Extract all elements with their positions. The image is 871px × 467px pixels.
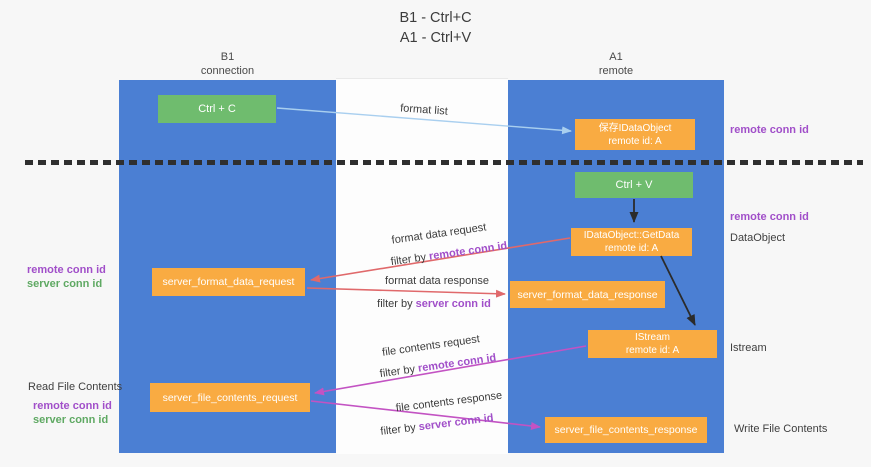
server-conn-id-key: server conn id — [415, 298, 491, 310]
ctrl-c-box: Ctrl + C — [158, 95, 276, 123]
remote-conn-id-label: remote conn id — [33, 400, 112, 412]
lane-header-b1: B1 connection — [119, 50, 336, 78]
server-conn-id-label: server conn id — [27, 277, 103, 290]
diagram-title: B1 - Ctrl+C A1 - Ctrl+V — [0, 8, 871, 48]
label-format-data-response: format data response — [385, 275, 489, 287]
server-format-data-request-label: server_format_data_request — [162, 276, 295, 288]
label-filter-by-server-1: filter by server conn id — [377, 298, 491, 310]
write-file-contents-label: Write File Contents — [734, 423, 828, 435]
istream-box: IStream remote id: A — [588, 330, 717, 358]
read-file-contents-label: Read File Contents — [28, 381, 123, 393]
dataobject-label: DataObject — [730, 232, 786, 244]
ctrl-c-label: Ctrl + C — [198, 103, 236, 115]
server-format-data-response-label: server_format_data_response — [517, 288, 658, 301]
lane-header-a1: A1 remote — [508, 50, 724, 78]
server-file-contents-response-label: server_file_contents_response — [554, 424, 698, 436]
remote-conn-id-label: remote conn id — [730, 124, 809, 136]
remote-conn-id-label: remote conn id — [27, 264, 106, 276]
idataobject-getdata-line2: remote id: A — [604, 243, 659, 254]
istream-line1: IStream — [634, 332, 670, 343]
istream-label: Istream — [730, 342, 767, 354]
left-conn-ids-bottom: remote conn id server conn id — [33, 400, 112, 427]
left-conn-ids-top: remote conn id server conn id — [27, 264, 106, 291]
lane-a1-role: remote — [598, 65, 634, 77]
lane-b1-name: B1 — [220, 51, 235, 63]
store-idataobject-line2: remote id: A — [608, 135, 662, 147]
ctrl-v-label: Ctrl + V — [615, 179, 653, 191]
remote-conn-id-label: remote conn id — [730, 211, 809, 223]
title-line-2: A1 - Ctrl+V — [399, 30, 472, 46]
idataobject-getdata-box: IDataObject::GetData remote id: A — [571, 228, 692, 256]
server-format-data-request-box: server_format_data_request — [152, 268, 305, 296]
istream-line2: remote id: A — [625, 345, 680, 356]
store-idataobject-line1: 保存IDataObject — [598, 122, 672, 134]
lane-b1-role: connection — [200, 65, 255, 77]
server-file-contents-request-box: server_file_contents_request — [150, 383, 310, 412]
idataobject-getdata-line1: IDataObject::GetData — [583, 230, 680, 241]
ctrl-v-box: Ctrl + V — [575, 172, 693, 198]
store-idataobject-box: 保存IDataObject remote id: A — [575, 119, 695, 150]
server-conn-id-label: server conn id — [33, 413, 109, 426]
title-line-1: B1 - Ctrl+C — [399, 10, 472, 26]
session-divider-dashed-line — [25, 160, 863, 165]
server-file-contents-response-box: server_file_contents_response — [545, 417, 707, 443]
server-format-data-response-box: server_format_data_response — [510, 281, 665, 308]
lane-a1-name: A1 — [609, 51, 623, 63]
server-file-contents-request-label: server_file_contents_request — [162, 391, 298, 404]
filter-by-prefix: filter by — [377, 298, 413, 310]
